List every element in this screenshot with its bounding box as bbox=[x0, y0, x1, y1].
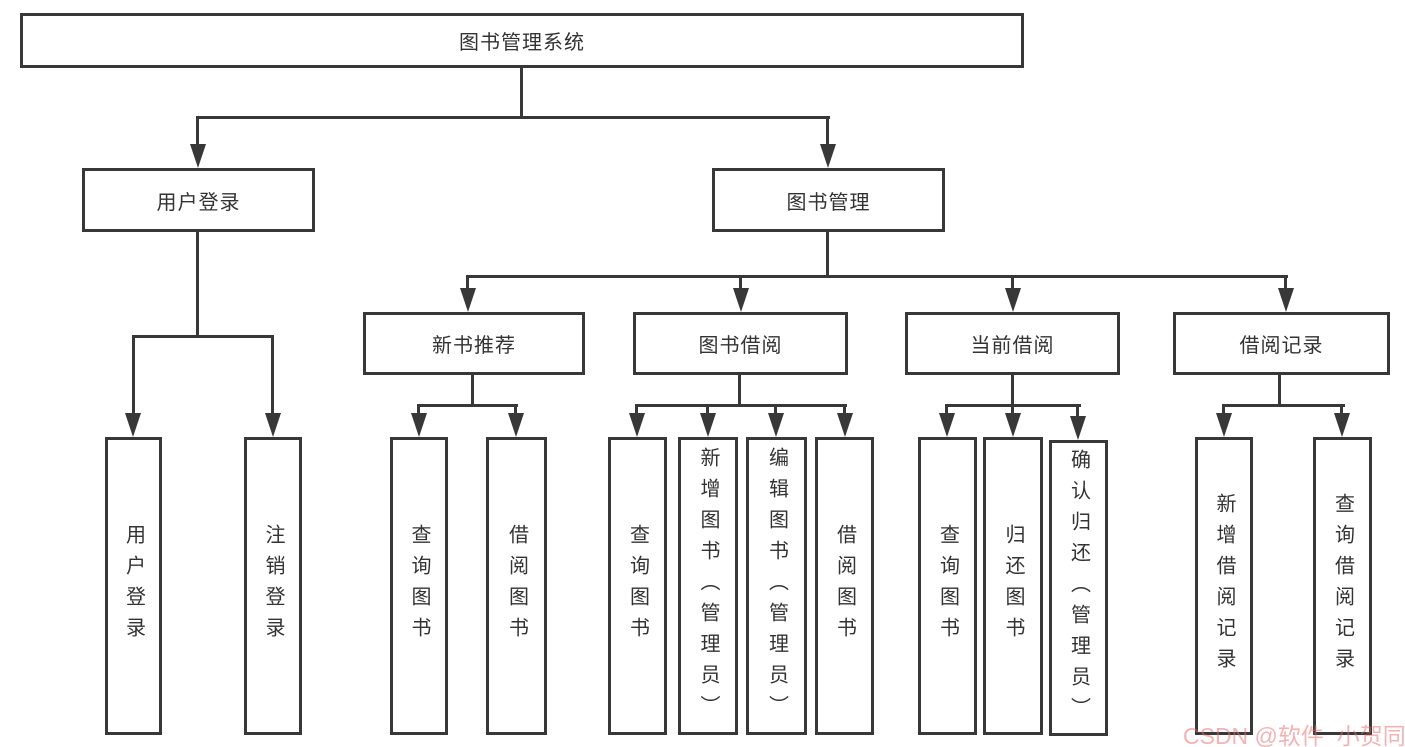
leaf-current-query: 查询图书 bbox=[918, 437, 977, 735]
arrowhead-mgmt bbox=[820, 144, 836, 168]
connector-login-split bbox=[132, 335, 274, 338]
leaf-borrow-edit-label: 编辑图书（管理员） bbox=[765, 446, 788, 726]
connector-drop-bw-query bbox=[635, 404, 638, 414]
leaf-current-query-label: 查询图书 bbox=[936, 524, 959, 648]
leaf-current-return-label: 归还图书 bbox=[1002, 524, 1024, 648]
leaf-user-login-label: 用户登录 bbox=[122, 524, 145, 648]
connector-newbook-split bbox=[417, 404, 518, 407]
node-borrow-label: 图书借阅 bbox=[698, 335, 783, 357]
leaf-borrow-borrow: 借阅图书 bbox=[815, 437, 874, 735]
connector-mgmt-split bbox=[466, 275, 1288, 278]
arrowhead-nb-query bbox=[411, 413, 427, 437]
leaf-records-add-label: 新增借阅记录 bbox=[1213, 493, 1235, 679]
node-records: 借阅记录 bbox=[1173, 312, 1390, 375]
connector-root-stem bbox=[520, 68, 523, 118]
arrowhead-bw-borrow bbox=[837, 413, 853, 437]
arrowhead-leaf-user-login bbox=[125, 413, 141, 437]
leaf-logout-label: 注销登录 bbox=[262, 524, 284, 648]
connector-drop-rec-query bbox=[1340, 404, 1343, 414]
arrowhead-leaf-logout bbox=[265, 413, 281, 437]
connector-drop-bw-borrow bbox=[843, 404, 846, 414]
leaf-records-add: 新增借阅记录 bbox=[1195, 437, 1253, 735]
leaf-borrow-add-label: 新增图书（管理员） bbox=[697, 446, 719, 726]
arrowhead-nb-borrow bbox=[508, 413, 524, 437]
arrowhead-bw-query bbox=[629, 413, 645, 437]
connector-drop-cur-query bbox=[945, 404, 948, 414]
leaf-newbook-borrow: 借阅图书 bbox=[486, 437, 547, 735]
leaf-logout: 注销登录 bbox=[244, 437, 302, 735]
arrowhead-cur-confirm bbox=[1070, 416, 1086, 440]
leaf-borrow-borrow-label: 借阅图书 bbox=[833, 524, 856, 648]
arrowhead-rec-query bbox=[1334, 413, 1350, 437]
leaf-records-query-label: 查询借阅记录 bbox=[1331, 493, 1354, 679]
leaf-borrow-query-label: 查询图书 bbox=[626, 524, 649, 648]
connector-drop-bw-add bbox=[706, 404, 709, 414]
leaf-current-confirm-label: 确认归还（管理员） bbox=[1067, 448, 1090, 728]
connector-mgmt-stem bbox=[826, 232, 829, 278]
connector-login-stem bbox=[196, 232, 199, 338]
leaf-newbook-query-label: 查询图书 bbox=[408, 524, 430, 648]
connector-drop-cur-confirm bbox=[1076, 404, 1079, 416]
leaf-borrow-query: 查询图书 bbox=[608, 437, 667, 735]
leaf-borrow-edit: 编辑图书（管理员） bbox=[746, 437, 807, 735]
connector-drop-leaf-user-login bbox=[132, 335, 135, 415]
connector-drop-records bbox=[1284, 275, 1287, 291]
connector-records-split bbox=[1222, 404, 1345, 407]
connector-drop-mgmt bbox=[826, 116, 829, 146]
arrowhead-login bbox=[190, 144, 206, 168]
node-current: 当前借阅 bbox=[905, 312, 1120, 375]
node-book-mgmt-label: 图书管理 bbox=[786, 191, 871, 214]
connector-drop-bw-edit bbox=[774, 404, 777, 414]
leaf-records-query: 查询借阅记录 bbox=[1313, 437, 1372, 735]
arrowhead-newbook bbox=[460, 288, 476, 312]
node-root-label: 图书管理系统 bbox=[459, 32, 585, 54]
csdn-watermark: CSDN @软件_小贺同学 bbox=[1183, 723, 1405, 747]
connector-drop-nb-borrow bbox=[514, 404, 517, 414]
leaf-current-return: 归还图书 bbox=[983, 437, 1043, 735]
leaf-current-confirm: 确认归还（管理员） bbox=[1049, 440, 1108, 736]
node-newbook: 新书推荐 bbox=[363, 312, 585, 375]
connector-drop-login bbox=[196, 116, 199, 146]
connector-root-split bbox=[196, 116, 830, 119]
connector-drop-rec-add bbox=[1222, 404, 1225, 414]
arrowhead-records bbox=[1278, 288, 1294, 312]
connector-records-stem bbox=[1278, 375, 1281, 407]
node-user-login-label: 用户登录 bbox=[156, 191, 241, 214]
connector-drop-leaf-logout bbox=[271, 335, 274, 415]
node-user-login: 用户登录 bbox=[82, 168, 315, 232]
node-current-label: 当前借阅 bbox=[970, 335, 1055, 357]
leaf-user-login: 用户登录 bbox=[105, 437, 162, 735]
connector-drop-borrow bbox=[739, 275, 742, 291]
connector-drop-newbook bbox=[466, 275, 469, 291]
arrowhead-current bbox=[1005, 288, 1021, 312]
leaf-newbook-query: 查询图书 bbox=[390, 437, 448, 735]
leaf-newbook-borrow-label: 借阅图书 bbox=[505, 524, 528, 648]
node-book-mgmt: 图书管理 bbox=[712, 168, 945, 232]
connector-drop-cur-return bbox=[1011, 404, 1014, 414]
node-borrow: 图书借阅 bbox=[633, 312, 848, 375]
connector-newbook-stem bbox=[471, 375, 474, 407]
connector-borrow-split bbox=[635, 404, 847, 407]
arrowhead-rec-add bbox=[1216, 413, 1232, 437]
connector-drop-current bbox=[1011, 275, 1014, 291]
arrowhead-cur-return bbox=[1005, 413, 1021, 437]
node-root: 图书管理系统 bbox=[20, 13, 1024, 68]
connector-current-stem bbox=[1011, 375, 1014, 407]
node-newbook-label: 新书推荐 bbox=[432, 335, 516, 357]
leaf-borrow-add: 新增图书（管理员） bbox=[678, 437, 738, 735]
arrowhead-cur-query bbox=[939, 413, 955, 437]
connector-borrow-stem bbox=[738, 375, 741, 407]
connector-drop-nb-query bbox=[417, 404, 420, 414]
arrowhead-borrow bbox=[733, 288, 749, 312]
arrowhead-bw-add bbox=[700, 413, 716, 437]
node-records-label: 借阅记录 bbox=[1239, 335, 1324, 357]
arrowhead-bw-edit bbox=[768, 413, 784, 437]
